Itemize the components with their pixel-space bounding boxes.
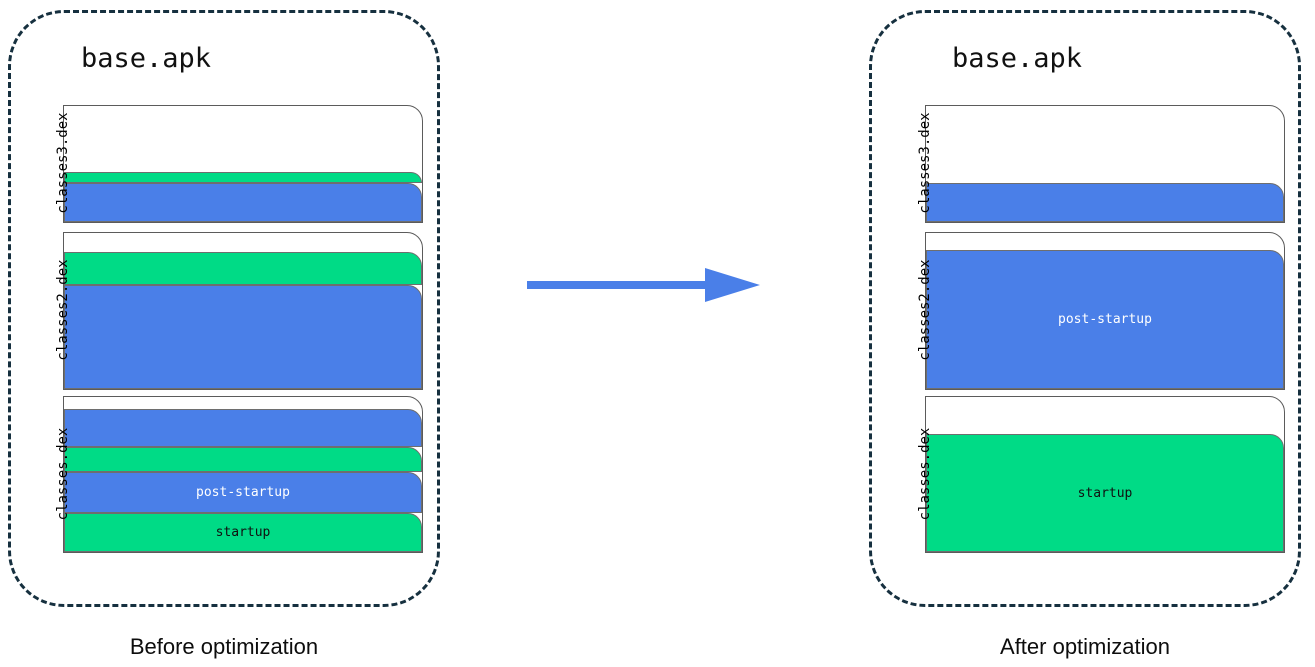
dex-band-startup	[64, 251, 422, 285]
dex-band-post-startup	[64, 284, 422, 389]
dex-band-label: post-startup	[196, 484, 290, 500]
apk-title-before: base.apk	[81, 43, 212, 74]
dex-label-classes2-dex: classes2.dex	[917, 259, 933, 361]
dex-label-classes2-dex: classes2.dex	[55, 259, 71, 361]
apk-container-after: base.apk	[869, 10, 1301, 607]
dex-band-post-startup: post-startup	[926, 249, 1284, 389]
dex-band-post-startup: post-startup	[64, 471, 422, 513]
dex-band-post-startup	[64, 409, 422, 447]
dex-band-label: startup	[215, 524, 271, 540]
dex-block-classes-dex: startup	[925, 396, 1285, 553]
dex-band-startup	[64, 446, 422, 472]
right-arrow-icon	[527, 268, 760, 302]
caption-before: Before optimization	[129, 634, 319, 659]
dex-block-classes3-dex	[925, 105, 1285, 223]
apk-container-before: base.apk	[8, 10, 440, 607]
caption-after: After optimization	[1000, 634, 1170, 659]
dex-block-classes3-dex	[63, 105, 423, 223]
dex-label-classes-dex: classes.dex	[55, 427, 71, 520]
dex-band-post-startup	[64, 183, 422, 222]
dex-block-classes2-dex: post-startup	[925, 232, 1285, 390]
dex-block-classes-dex: startup post-startup	[63, 396, 423, 553]
apk-title-after: base.apk	[952, 43, 1083, 74]
dex-band-post-startup	[926, 183, 1284, 222]
dex-block-classes2-dex	[63, 232, 423, 390]
transformation-arrow	[525, 262, 765, 308]
dex-band-label: post-startup	[1058, 311, 1152, 327]
dex-band-startup: startup	[926, 434, 1284, 552]
dex-label-classes3-dex: classes3.dex	[917, 112, 933, 214]
dex-band-startup: startup	[64, 512, 422, 552]
dex-label-classes-dex: classes.dex	[917, 427, 933, 520]
dex-band-startup	[64, 172, 422, 184]
dex-band-label: startup	[1077, 485, 1133, 501]
dex-label-classes3-dex: classes3.dex	[55, 112, 71, 214]
